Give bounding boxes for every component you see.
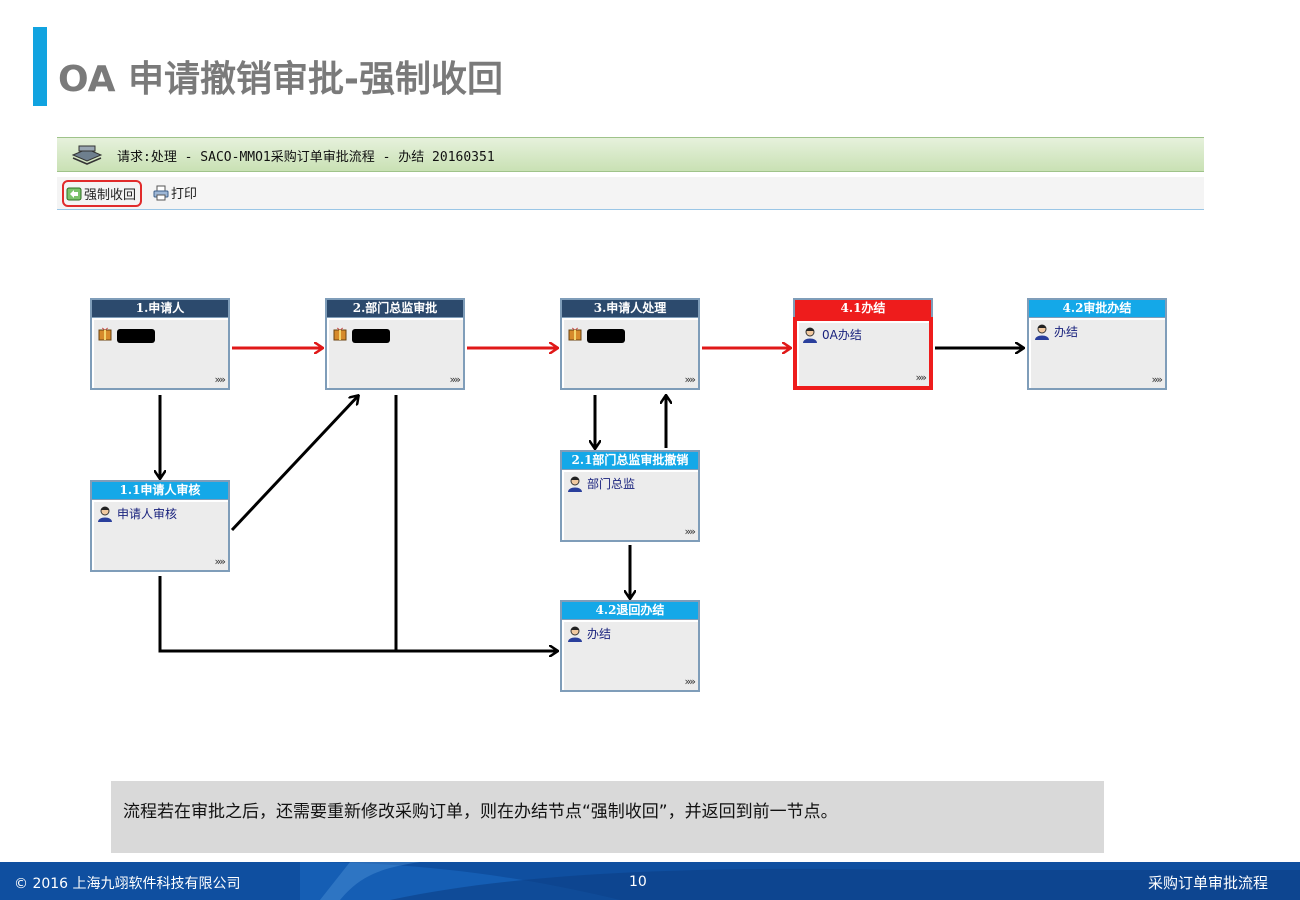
expand-chevron-icon[interactable]: »» — [684, 373, 697, 386]
gift-icon — [98, 327, 112, 341]
node-title: 1.1申请人审核 — [90, 480, 230, 499]
node-body: 办结 »» — [560, 619, 700, 692]
flow-node-approval-completion[interactable]: 4.2审批办结 办结 »» — [1027, 298, 1167, 390]
node-body: 0A办结 »» — [793, 317, 933, 390]
expand-chevron-icon[interactable]: »» — [449, 373, 462, 386]
printer-icon — [153, 185, 169, 200]
flow-node-return-completion[interactable]: 4.2退回办结 办结 »» — [560, 600, 700, 692]
edge-n11-n42b — [158, 576, 557, 651]
copyright-text: © 2016 上海九翊软件科技有限公司 — [14, 876, 241, 892]
assignee-label: 办结 — [1054, 325, 1079, 339]
node-title: 4.2退回办结 — [560, 600, 700, 619]
node-title: 2.1部门总监审批撤销 — [560, 450, 700, 469]
edge-n11-n2 — [230, 396, 358, 532]
expand-chevron-icon[interactable]: »» — [1151, 373, 1164, 386]
page-number: 10 — [629, 874, 647, 890]
redacted-name — [117, 329, 155, 343]
assignee-label: 0A办结 — [822, 328, 862, 342]
flow-node-dept-director-approval[interactable]: 2.部门总监审批 »» — [325, 298, 465, 390]
flow-node-applicant-review[interactable]: 1.1申请人审核 申请人审核 »» — [90, 480, 230, 572]
node-body: »» — [560, 317, 700, 390]
person-icon — [568, 476, 582, 492]
node-assignee: 办结 — [1034, 323, 1078, 340]
expand-chevron-icon[interactable]: »» — [214, 555, 227, 568]
person-icon — [1035, 324, 1049, 340]
expand-chevron-icon[interactable]: »» — [684, 675, 697, 688]
print-button[interactable]: 打印 — [153, 180, 197, 205]
print-label: 打印 — [171, 187, 198, 202]
node-assignee — [97, 323, 155, 343]
node-title: 4.2审批办结 — [1027, 298, 1167, 317]
node-body: »» — [325, 317, 465, 390]
person-icon — [568, 626, 582, 642]
node-title: 3.申请人处理 — [560, 298, 700, 317]
redacted-name — [587, 329, 625, 343]
title-accent-bar — [33, 27, 47, 106]
person-icon — [803, 327, 817, 343]
assignee-label: 部门总监 — [587, 477, 636, 491]
node-body: 部门总监 »» — [560, 469, 700, 542]
node-assignee: 办结 — [567, 625, 611, 642]
gift-icon — [568, 327, 582, 341]
node-assignee — [332, 323, 390, 343]
slide-title: OA 申请撤销审批-强制收回 — [58, 59, 503, 100]
node-title: 4.1办结 — [793, 298, 933, 317]
toolbar: 强制收回 打印 — [57, 177, 1204, 210]
force-recall-label: 强制收回 — [84, 188, 137, 203]
node-body: 办结 »» — [1027, 317, 1167, 390]
recall-icon — [66, 187, 82, 200]
person-icon — [98, 506, 112, 522]
flow-node-completion-active[interactable]: 4.1办结 0A办结 »» — [793, 298, 933, 390]
expand-chevron-icon[interactable]: »» — [684, 525, 697, 538]
assignee-label: 办结 — [587, 627, 612, 641]
caption-box: 流程若在审批之后，还需要重新修改采购订单，则在办结节点“强制收回”，并返回到前一… — [111, 781, 1104, 853]
node-body: »» — [90, 317, 230, 390]
caption-text: 流程若在审批之后，还需要重新修改采购订单，则在办结节点“强制收回”，并返回到前一… — [123, 802, 838, 822]
node-assignee: 0A办结 — [802, 326, 862, 343]
expand-chevron-icon[interactable]: »» — [214, 373, 227, 386]
node-body: 申请人审核 »» — [90, 499, 230, 572]
footer-wave-decoration — [300, 862, 1300, 900]
footer-bar: © 2016 上海九翊软件科技有限公司 10 采购订单审批流程 — [0, 862, 1300, 900]
stack-icon — [71, 145, 103, 165]
node-title: 1.申请人 — [90, 298, 230, 317]
node-assignee: 申请人审核 — [97, 505, 177, 522]
expand-chevron-icon[interactable]: »» — [915, 371, 928, 384]
flow-node-dept-director-revoke[interactable]: 2.1部门总监审批撤销 部门总监 »» — [560, 450, 700, 542]
node-title: 2.部门总监审批 — [325, 298, 465, 317]
node-assignee: 部门总监 — [567, 475, 635, 492]
node-assignee — [567, 323, 625, 343]
flow-node-applicant-handling[interactable]: 3.申请人处理 »» — [560, 298, 700, 390]
section-title: 采购订单审批流程 — [1147, 874, 1268, 892]
flow-node-applicant[interactable]: 1.申请人 »» — [90, 298, 230, 390]
app-header-bar: 请求:处理 - SACO-MMO1采购订单审批流程 - 办结 20160351 — [57, 137, 1204, 172]
request-title: 请求:处理 - SACO-MMO1采购订单审批流程 - 办结 20160351 — [117, 150, 495, 165]
redacted-name — [352, 329, 390, 343]
gift-icon — [333, 327, 347, 341]
force-recall-button[interactable]: 强制收回 — [62, 180, 143, 207]
assignee-label: 申请人审核 — [117, 507, 178, 521]
